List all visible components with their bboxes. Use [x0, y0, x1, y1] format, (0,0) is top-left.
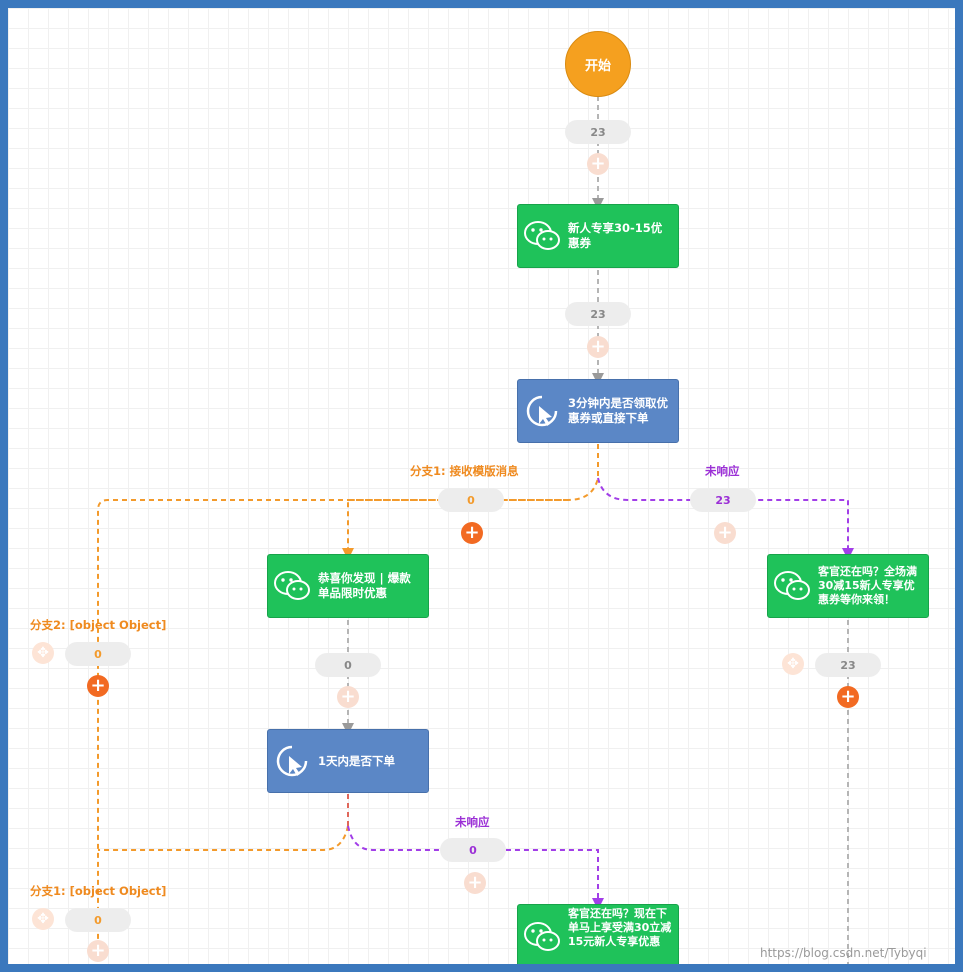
branch-label: 未响应 [705, 464, 740, 478]
wechat-icon [524, 218, 560, 254]
wechat-message-node[interactable]: 客官还在吗？现在下单马上享受满30立减15元新人专享优惠 [517, 904, 679, 964]
count-pill: 0 [438, 488, 504, 512]
count-pill: 0 [65, 908, 131, 932]
node-text: 1天内是否下单 [318, 753, 396, 768]
node-text: 新人专享30-15优惠券 [568, 221, 663, 250]
action-condition-node[interactable]: 3分钟内是否领取优惠券或直接下单 [517, 379, 679, 443]
start-label: 开始 [584, 58, 611, 74]
edge-n2-noresponse [597, 477, 854, 560]
edge-n2-branch2 [97, 499, 568, 956]
branch-label: 未响应 [455, 815, 490, 829]
node-text: 3分钟内是否领取优惠券或直接下单 [568, 396, 669, 425]
edge-n5-branch1 [98, 825, 349, 851]
wechat-icon [274, 568, 310, 604]
node-text: 客官还在吗？现在下单马上享受满30立减15元新人专享优惠 [568, 907, 672, 948]
count-pill: 23 [565, 120, 631, 144]
branch-label: 分支1: 接收模版消息 [410, 464, 519, 478]
edge-n5-noresponse [347, 825, 604, 910]
add-step-plus-icon[interactable]: + [837, 686, 859, 708]
add-step-plus-icon[interactable]: + [464, 872, 486, 894]
add-step-plus-icon[interactable]: + [87, 675, 109, 697]
start-node[interactable]: 开始 [565, 31, 631, 97]
watermark: https://blog.csdn.net/Tybyqi [760, 946, 927, 960]
move-icon[interactable]: ✥ [32, 908, 54, 930]
action-condition-node[interactable]: 1天内是否下单 [267, 729, 429, 793]
move-icon[interactable]: ✥ [782, 653, 804, 675]
add-step-plus-icon[interactable]: + [461, 522, 483, 544]
edge-n2-branch1 [342, 444, 599, 560]
add-step-plus-icon[interactable]: + [714, 522, 736, 544]
count-pill: 0 [440, 838, 506, 862]
cursor-click-icon [524, 393, 560, 429]
count-pill: 0 [65, 642, 131, 666]
node-text: 客官还在吗？全场满30减15新人专享优惠券等你来领！ [818, 565, 917, 606]
flow-canvas[interactable]: 开始 23 + 新人专享30-15优惠券 23 + 3分钟内是否领取优惠券或直接… [8, 8, 955, 964]
add-step-plus-icon[interactable]: + [87, 940, 109, 962]
count-pill: 23 [565, 302, 631, 326]
wechat-message-node[interactable]: 新人专享30-15优惠券 [517, 204, 679, 268]
move-icon[interactable]: ✥ [32, 642, 54, 664]
add-step-plus-icon[interactable]: + [587, 336, 609, 358]
wechat-icon [524, 919, 560, 955]
add-step-plus-icon[interactable]: + [337, 686, 359, 708]
wechat-icon [774, 568, 810, 604]
add-step-plus-icon[interactable]: + [587, 153, 609, 175]
branch-label: 分支1: [object Object] [30, 884, 167, 898]
node-text: 恭喜你发现 | 爆款单品限时优惠 [318, 571, 411, 600]
wechat-message-node[interactable]: 客官还在吗？全场满30减15新人专享优惠券等你来领！ [767, 554, 929, 618]
count-pill: 23 [815, 653, 881, 677]
count-pill: 23 [690, 488, 756, 512]
wechat-message-node[interactable]: 恭喜你发现 | 爆款单品限时优惠 [267, 554, 429, 618]
cursor-click-icon [274, 743, 310, 779]
count-pill: 0 [315, 653, 381, 677]
branch-label: 分支2: [object Object] [30, 618, 167, 632]
